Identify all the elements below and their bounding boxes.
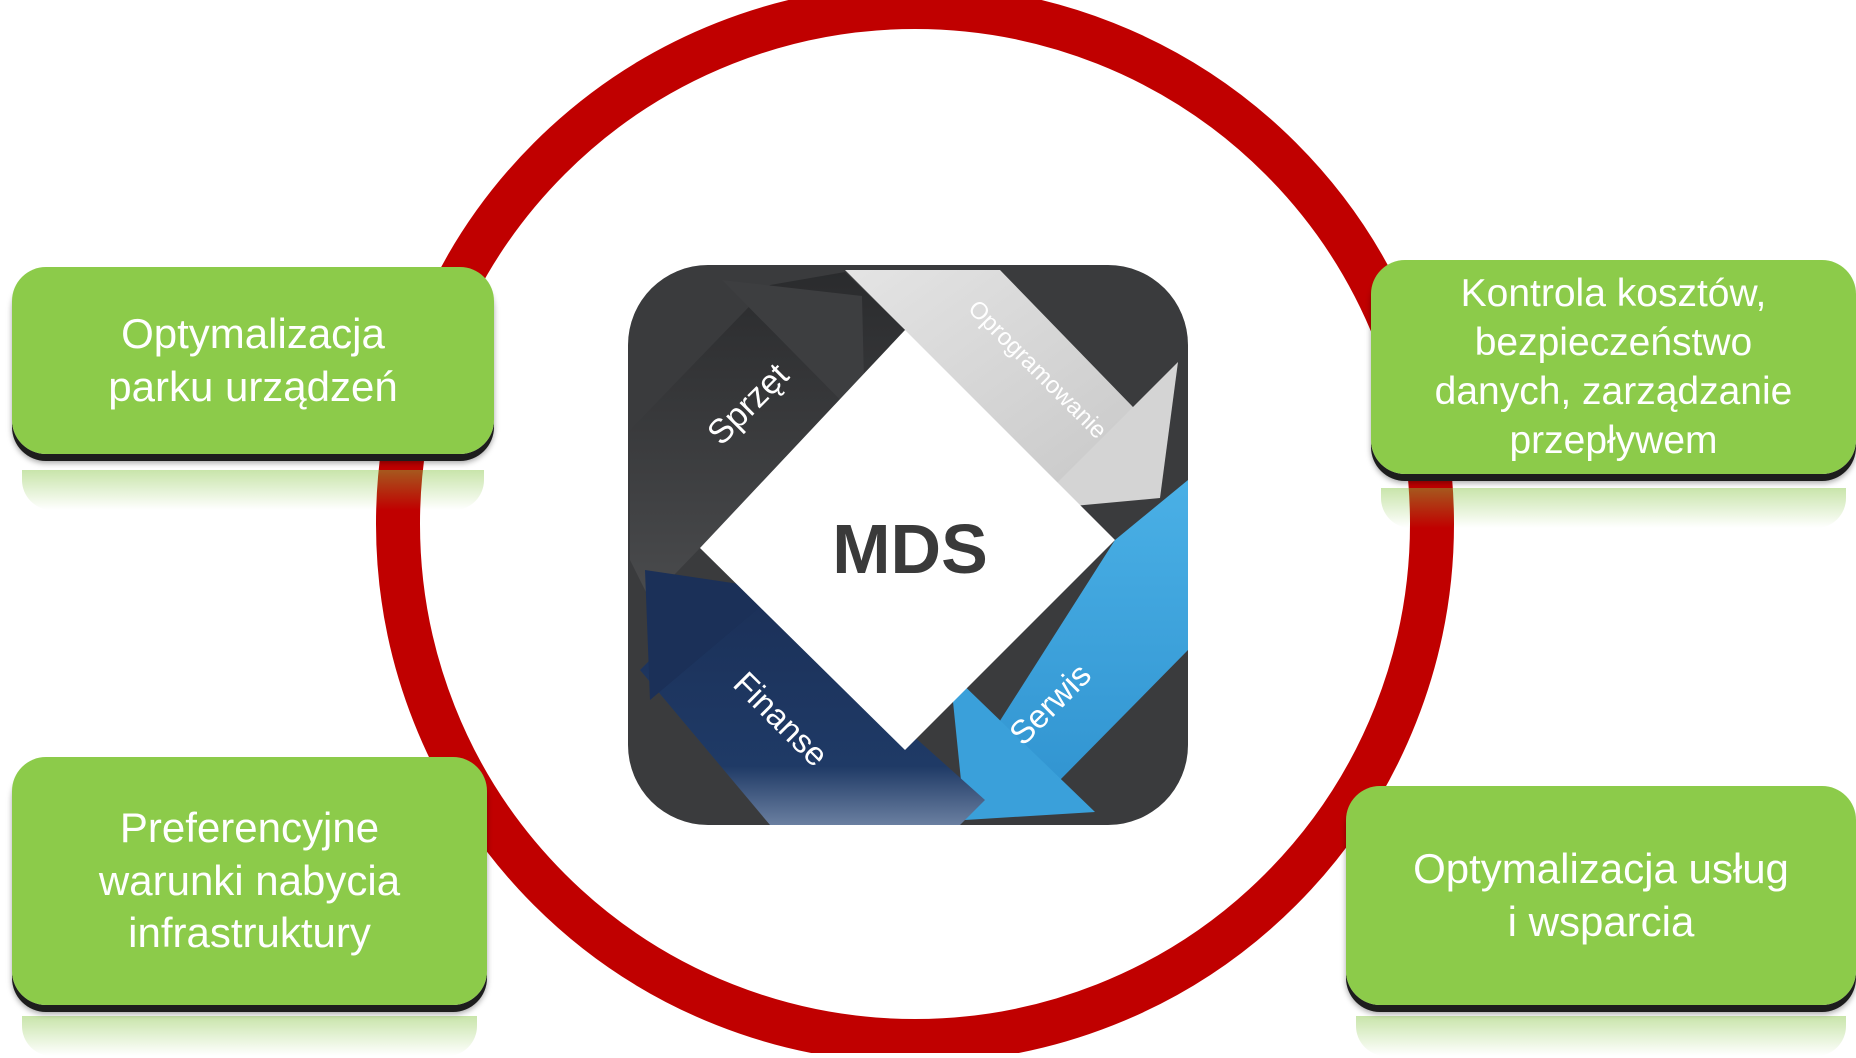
benefit-box-acquisition-terms: Preferencyjne warunki nabycia infrastruk…	[12, 757, 487, 1005]
arrow-head-serwis	[950, 672, 1095, 820]
center-title: MDS	[832, 510, 988, 588]
box-reflection	[22, 470, 484, 510]
benefit-box-service-optimization: Optymalizacja usług i wsparcia	[1346, 786, 1856, 1005]
benefit-text: Kontrola kosztów, bezpieczeństwo danych,…	[1434, 271, 1793, 463]
segment-oprogramowanie	[845, 270, 1165, 500]
arrow-head-finanse	[645, 570, 780, 700]
red-ring	[376, 0, 1454, 1058]
box-reflection	[1356, 1016, 1846, 1056]
benefit-box-cost-control: Kontrola kosztów, bezpieczeństwo danych,…	[1371, 260, 1856, 474]
box-reflection	[1381, 488, 1846, 528]
center-square	[700, 330, 1115, 750]
segment-serwis	[975, 480, 1188, 815]
arrow-head-sprzet	[722, 280, 865, 425]
arrow-head-oprogramowanie	[1030, 362, 1178, 510]
benefit-text: Optymalizacja parku urządzeń	[108, 310, 398, 410]
benefit-box-fleet-optimization: Optymalizacja parku urządzeń	[12, 267, 494, 454]
benefit-text: Optymalizacja usług i wsparcia	[1413, 845, 1789, 945]
benefit-text: Preferencyjne warunki nabycia infrastruk…	[98, 804, 401, 957]
box-reflection	[22, 1016, 477, 1056]
segment-finanse	[640, 590, 985, 825]
